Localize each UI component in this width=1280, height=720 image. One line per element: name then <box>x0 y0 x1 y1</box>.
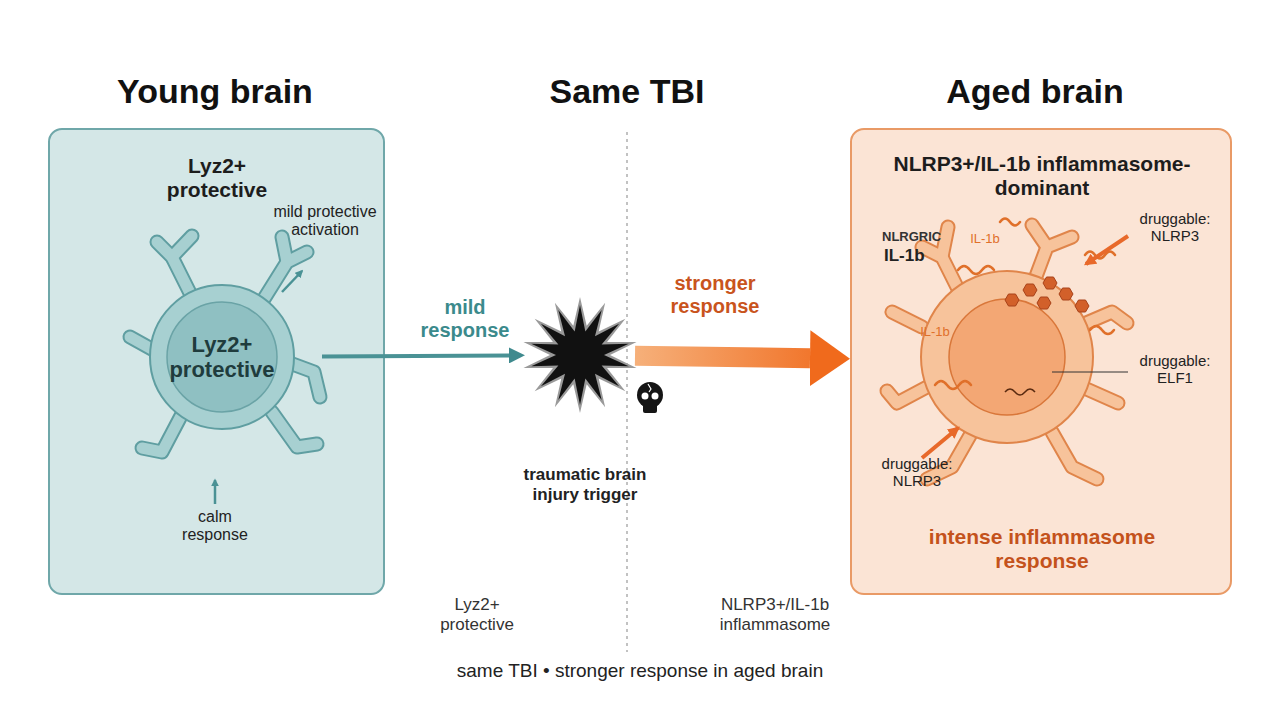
node-heading: Lyz2+ protective <box>152 332 292 383</box>
cell-process <box>1052 432 1097 479</box>
cell-process <box>942 227 948 257</box>
skull-jaw <box>643 404 657 413</box>
drug-target-label: druggable: NLRP3 <box>872 455 962 490</box>
panel-title: Young brain <box>65 72 365 111</box>
cell-body <box>921 271 1093 443</box>
cell-process <box>1052 432 1097 479</box>
cell-process <box>887 387 927 403</box>
injury-burst: traumatic brain injury trigger <box>525 300 635 410</box>
skull-head <box>637 382 663 408</box>
panel-title: Same TBI <box>477 72 777 111</box>
skull-eye <box>652 393 659 400</box>
burst-outline <box>525 300 635 410</box>
edge-label: stronger response <box>645 272 785 318</box>
cytokine-label: IL-1b <box>884 246 944 266</box>
drug-target-label: druggable: ELF1 <box>1130 352 1220 387</box>
node-text: IL-1b <box>910 325 960 340</box>
edge-label: mild response <box>405 296 525 342</box>
state-label: Lyz2+ protective <box>427 595 527 634</box>
cell-process <box>272 412 317 447</box>
cell-process <box>887 387 927 403</box>
cell-process <box>142 414 182 452</box>
state-label: NLRP3+/IL-1b inflammasome <box>690 595 860 634</box>
strong-response-arrow <box>635 356 810 358</box>
microglia-cell: Lyz2+ protective <box>122 222 322 492</box>
cell-process <box>892 312 922 327</box>
node-heading: Lyz2+ protective <box>152 154 282 202</box>
cell-process <box>172 236 192 257</box>
drug-target-label: druggable: NLRP3 <box>1130 210 1220 245</box>
cell-body <box>150 285 294 429</box>
skull-crack <box>648 384 651 392</box>
panel-title: Aged brain <box>885 72 1185 111</box>
cell-nucleus <box>949 299 1065 415</box>
burst-core <box>531 305 628 405</box>
cell-process <box>892 312 922 327</box>
burst-halo <box>523 297 636 413</box>
figure-caption: same TBI • stronger response in aged bra… <box>290 660 990 682</box>
annotation: mild protective activation <box>262 203 388 240</box>
skull-icon <box>637 382 663 413</box>
node-heading: IL-1b <box>960 232 1010 247</box>
skull-eye <box>642 393 649 400</box>
cell-process <box>942 227 948 257</box>
cell-process <box>1032 225 1047 247</box>
divider-line <box>626 132 627 652</box>
cell-process <box>282 237 287 262</box>
annotation: calm response <box>165 508 265 545</box>
gene-label: NLRGRIC <box>882 230 962 245</box>
node-heading: traumatic brain injury trigger <box>500 465 670 504</box>
cell-process <box>272 412 317 447</box>
cell-process <box>1032 225 1047 247</box>
node-text: intense inflammasome response <box>902 525 1182 573</box>
cell-process <box>172 236 192 257</box>
cell-process <box>142 414 182 452</box>
node-heading: NLRP3+/IL-1b inflammasome-dominant <box>892 152 1192 200</box>
cell-process <box>282 237 287 262</box>
